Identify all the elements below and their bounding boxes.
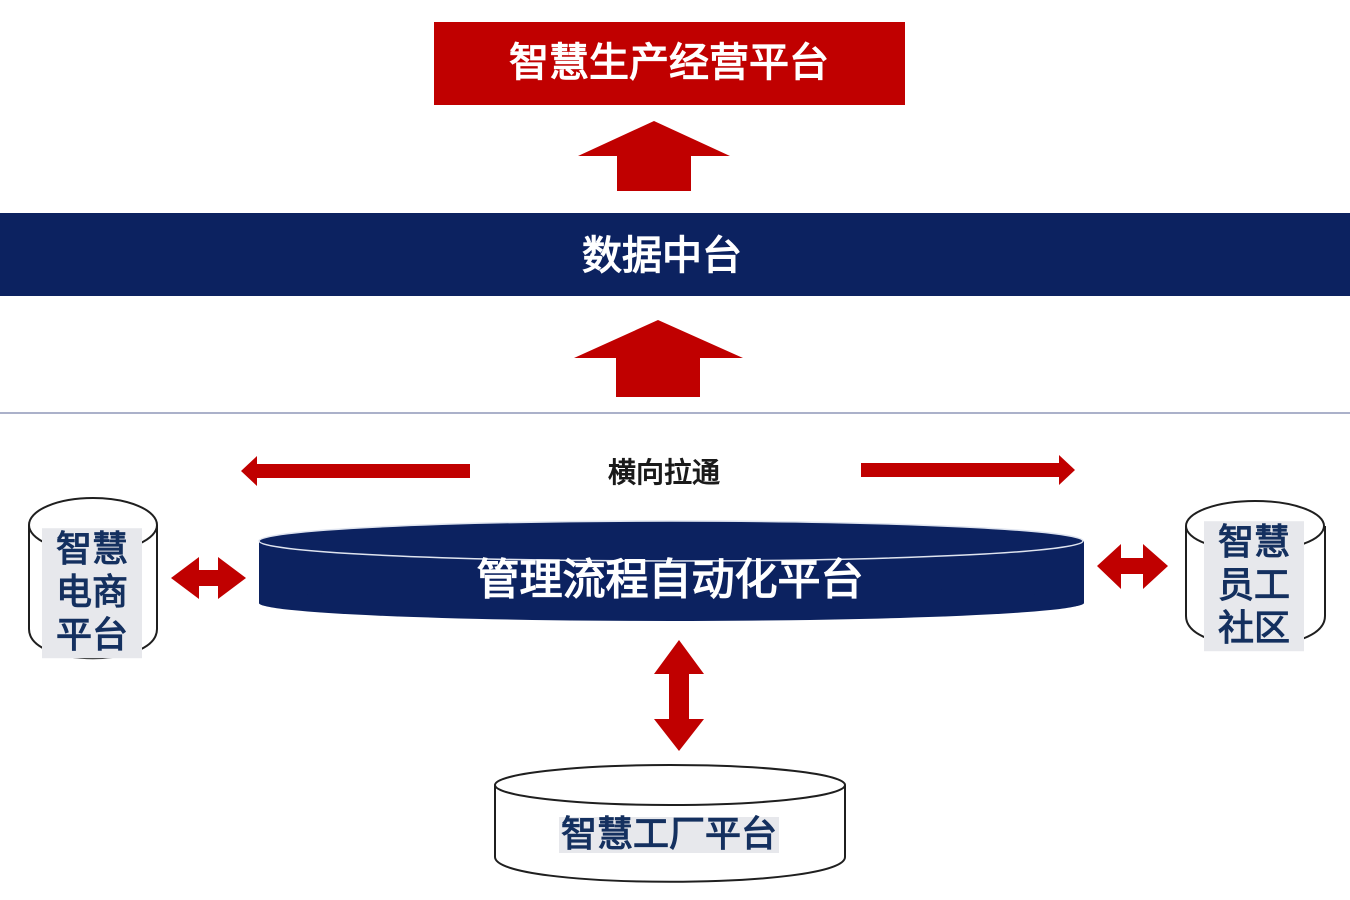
core-platform-label: 管理流程自动化平台	[476, 555, 864, 606]
upward-arrow-top	[578, 121, 730, 191]
left-horizontal-arrow	[241, 456, 470, 486]
left-connector-arrow	[171, 557, 246, 599]
right-platform-label: 智慧员工社区	[1204, 521, 1304, 651]
horizontal-link-label: 横向拉通	[607, 456, 721, 489]
left-platform-label: 智慧电商平台	[42, 528, 142, 658]
vertical-connector-arrow	[654, 640, 704, 751]
data-platform-label: 数据中台	[582, 233, 742, 279]
core-platform-shape	[258, 520, 1084, 621]
data-platform-band	[0, 213, 1350, 296]
upward-arrow-middle	[574, 320, 743, 397]
top-platform-label: 智慧生产经营平台	[509, 40, 829, 86]
top-platform-box	[434, 22, 905, 105]
right-horizontal-arrow	[861, 455, 1075, 485]
right-connector-arrow	[1097, 544, 1168, 589]
bottom-platform-label: 智慧工厂平台	[558, 814, 780, 855]
